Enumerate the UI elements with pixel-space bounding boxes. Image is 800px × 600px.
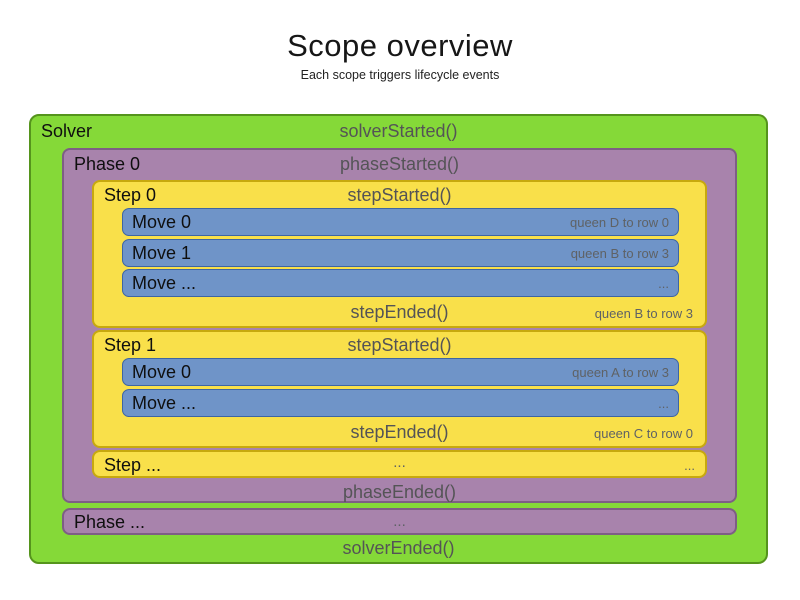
solver-footer-row: solverEnded()	[31, 538, 766, 562]
step-0-scope-box: stepStarted() Step 0 Move 0 queen D to r…	[92, 180, 707, 328]
solver-ended-event: solverEnded()	[342, 538, 455, 558]
phase-started-event: phaseStarted()	[339, 154, 460, 174]
solver-scope-box: solverStarted() Solver phaseStarted() Ph…	[29, 114, 768, 564]
step-0-label: Step 0	[104, 185, 157, 205]
move-label: Move 0	[132, 211, 192, 232]
move-box: Move 1 queen B to row 3	[122, 239, 679, 267]
move-label: Move ...	[132, 392, 197, 413]
phase-0-scope-box: phaseStarted() Phase 0 stepStarted() Ste…	[62, 148, 737, 503]
step-ellipsis-label: Step ...	[104, 455, 162, 475]
step-1-footer-row: stepEnded() queen C to row 0	[94, 422, 705, 446]
phase-0-footer-row: phaseEnded()	[64, 482, 735, 506]
solver-started-event: solverStarted()	[339, 121, 458, 141]
move-annotation: queen D to row 0	[569, 214, 669, 230]
move-label: Move 1	[132, 242, 192, 263]
step-ellipsis-center: ...	[393, 454, 406, 471]
step-0-footer-row: stepEnded() queen B to row 3	[94, 302, 705, 326]
phase-0-header-row: phaseStarted() Phase 0	[64, 154, 735, 178]
phase-ended-event: phaseEnded()	[342, 482, 457, 502]
phase-ellipsis-center: ...	[393, 513, 406, 530]
solver-header-row: solverStarted() Solver	[31, 121, 766, 145]
page-subtitle: Each scope triggers lifecycle events	[300, 68, 500, 82]
move-box: Move ... ...	[122, 389, 679, 417]
step-1-header-row: stepStarted() Step 1	[94, 335, 705, 359]
step-1-scope-box: stepStarted() Step 1 Move 0 queen A to r…	[92, 330, 707, 448]
move-label: Move 0	[132, 361, 192, 382]
step-0-started-event: stepStarted()	[347, 185, 452, 205]
move-annotation: queen A to row 3	[572, 364, 669, 380]
phase-ellipsis-scope-box: Phase ... ...	[62, 508, 737, 535]
step-0-header-row: stepStarted() Step 0	[94, 185, 705, 209]
move-box: Move ... ...	[122, 269, 679, 297]
phase-0-label: Phase 0	[74, 154, 141, 174]
phase-ellipsis-label: Phase ...	[74, 512, 146, 532]
step-ellipsis-right: ...	[684, 458, 695, 473]
step-0-ended-annotation: queen B to row 3	[594, 306, 693, 321]
move-label: Move ...	[132, 272, 197, 293]
move-box: Move 0 queen A to row 3	[122, 358, 679, 386]
move-annotation: ...	[658, 275, 669, 291]
step-1-ended-annotation: queen C to row 0	[593, 426, 693, 441]
step-1-ended-event: stepEnded()	[350, 422, 449, 442]
move-annotation: ...	[658, 395, 669, 411]
move-box: Move 0 queen D to row 0	[122, 208, 679, 236]
step-0-ended-event: stepEnded()	[350, 302, 449, 322]
move-annotation: queen B to row 3	[570, 245, 669, 261]
page-title: Scope overview	[287, 28, 513, 63]
step-ellipsis-scope-box: Step ... ... ...	[92, 450, 707, 478]
step-1-started-event: stepStarted()	[347, 335, 452, 355]
step-1-label: Step 1	[104, 335, 157, 355]
solver-label: Solver	[41, 121, 93, 141]
